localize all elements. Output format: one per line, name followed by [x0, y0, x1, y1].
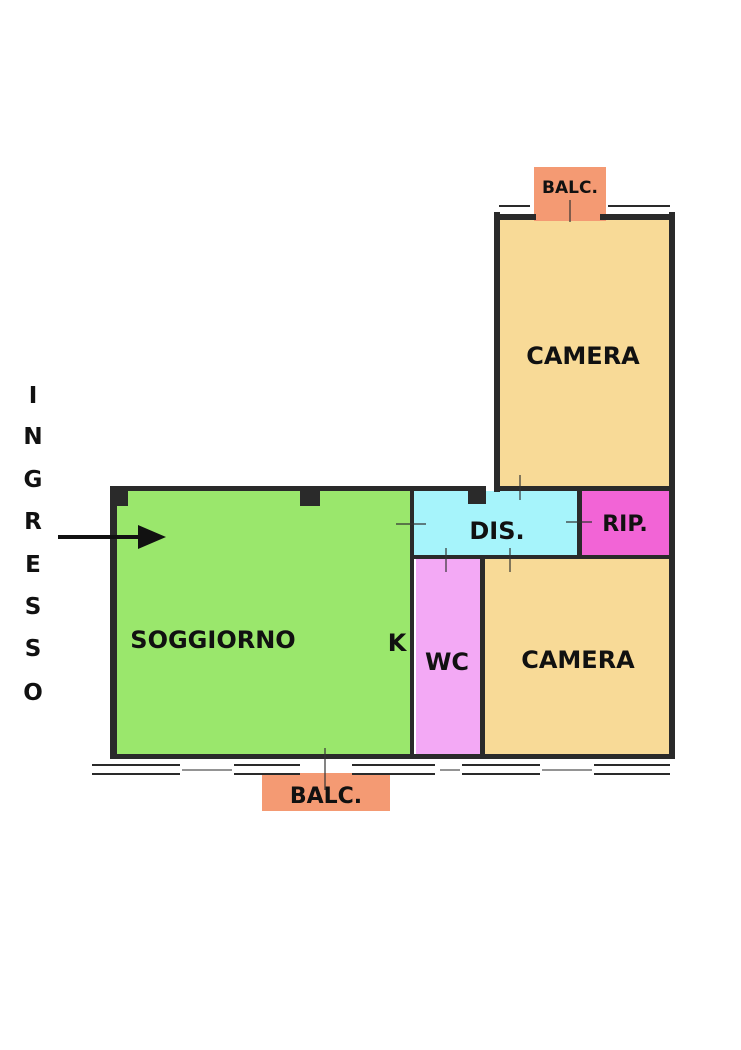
room-camera-bottom[interactable] [484, 558, 669, 757]
balcony-bottom[interactable] [262, 773, 390, 811]
entrance-label: I N G R E S S O [23, 383, 43, 706]
entrance-letter: R [24, 509, 42, 535]
room-ripostiglio[interactable] [581, 491, 669, 556]
label-kitchen: K [388, 629, 408, 657]
entrance-letter: S [25, 594, 42, 620]
room-camera-top[interactable] [499, 220, 670, 488]
entrance-letter: E [25, 552, 41, 578]
room-disimpegno[interactable] [413, 491, 579, 556]
label-wc: WC [425, 648, 469, 676]
room-soggiorno[interactable] [117, 490, 413, 756]
label-soggiorno: SOGGIORNO [130, 626, 295, 654]
entrance-letter: I [29, 383, 38, 409]
walls [110, 212, 675, 759]
label-ripostiglio: RIP. [602, 512, 648, 537]
label-disimpegno: DIS. [469, 517, 524, 545]
entrance-arrow-icon [58, 525, 166, 549]
entrance-letter: N [23, 424, 42, 450]
entrance-letter: G [24, 467, 43, 493]
entrance-letter: S [25, 636, 42, 662]
exterior-outline [92, 205, 670, 775]
label-camera-top: CAMERA [526, 342, 640, 370]
room-wc[interactable] [416, 558, 480, 757]
entrance-letter: O [23, 680, 43, 706]
label-camera-bottom: CAMERA [521, 646, 635, 674]
label-balcony-bottom: BALC. [290, 784, 362, 809]
label-balcony-top: BALC. [542, 178, 598, 198]
door-marks [324, 200, 592, 790]
